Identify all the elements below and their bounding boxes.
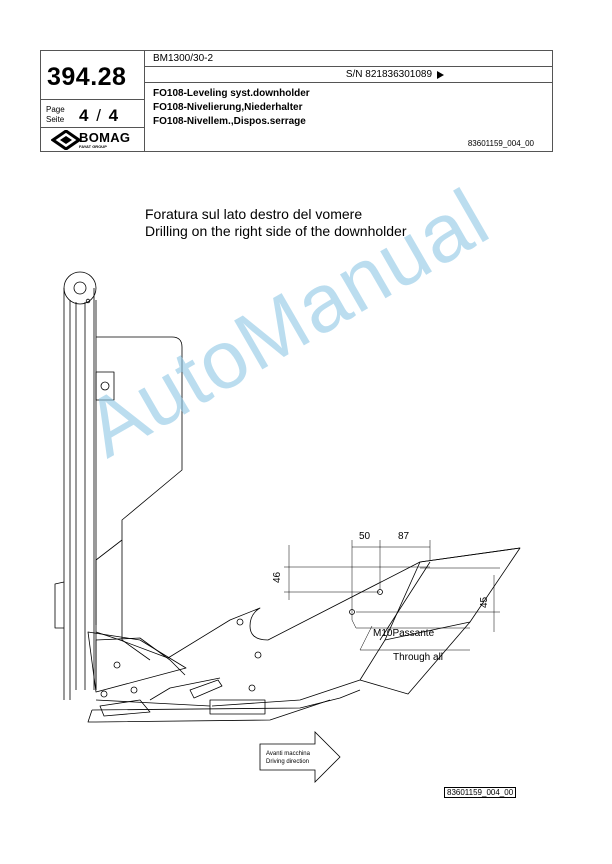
body-edge (95, 539, 123, 625)
caption-italian: Foratura sul lato destro del vomere (145, 206, 363, 222)
base-edge (95, 699, 331, 723)
mounting-eye (63, 271, 97, 305)
body-outline (95, 547, 521, 659)
clamp-bar (99, 699, 151, 717)
arrow-label-it: Avanti macchina (266, 751, 311, 757)
body-outline (149, 677, 221, 701)
header-rule (41, 99, 144, 100)
title-en: FO108-Leveling syst.downholder (153, 88, 310, 99)
title-de: FO108-Nivelierung,Niederhalter (153, 102, 303, 113)
hole (248, 684, 256, 692)
base-plate (209, 699, 266, 715)
play-arrow-icon (437, 71, 444, 79)
header-rule (41, 127, 144, 128)
blade-edge (359, 621, 471, 695)
dimension-87: 87 (398, 531, 410, 542)
label-through: Through all (393, 652, 443, 663)
hole (113, 661, 121, 669)
footer-doc-number: 83601159_004_00 (444, 787, 517, 798)
header-block: 394.28 Page Seite 4 / 4 BOMAG FAYAT GROU… (40, 50, 553, 152)
side-lug (54, 581, 65, 629)
blade-line (379, 561, 431, 641)
page-indicator: 4 / 4 (79, 106, 118, 126)
base-edge (95, 699, 211, 707)
page-current: 4 (79, 106, 89, 125)
hole (130, 686, 138, 694)
page-separator: / (96, 106, 101, 125)
hole (100, 690, 108, 698)
seite-label: Seite (46, 115, 65, 124)
body-outline (95, 637, 186, 690)
hole (85, 298, 91, 304)
bracket-plate (96, 336, 183, 661)
leader-line (351, 619, 470, 629)
hole (236, 618, 244, 626)
arrow-label-en: Driving direction (266, 759, 309, 765)
dimension-50: 50 (359, 531, 371, 542)
dimension-46: 46 (272, 571, 283, 583)
logo-subtitle: FAYAT GROUP (79, 144, 107, 149)
blade-edge (211, 639, 386, 707)
serial-number: S/N 821836301089 (345, 69, 432, 80)
header-rule (144, 66, 552, 67)
logo-name: BOMAG (79, 130, 131, 145)
leader-line (359, 625, 470, 651)
hole (100, 381, 110, 391)
dimension-45: 45 (479, 596, 490, 608)
label-m10: M10Passante (373, 628, 435, 639)
hole (254, 651, 262, 659)
header-doc-number: 83601159_004_00 (467, 139, 534, 148)
title-fr: FO108-Nivellem.,Dispos.serrage (153, 116, 306, 127)
blade-face (384, 547, 521, 641)
clamp-bar (189, 679, 223, 699)
model-name: BM1300/30-2 (153, 53, 214, 64)
part-number: 394.28 (47, 63, 127, 91)
page-label: Page (46, 105, 65, 114)
eye-bore (73, 281, 87, 295)
bracket-block (95, 371, 115, 401)
driving-direction-arrow: Avanti macchina Driving direction (259, 731, 341, 783)
caption-english: Drilling on the right side of the downho… (145, 223, 407, 239)
header-rule (144, 82, 552, 83)
gusset (87, 631, 187, 693)
base-edge (87, 709, 96, 723)
bomag-diamond-icon (51, 130, 81, 150)
header-divider (144, 51, 145, 151)
bomag-logo: BOMAG FAYAT GROUP (45, 129, 140, 151)
page-total: 4 (108, 106, 119, 125)
